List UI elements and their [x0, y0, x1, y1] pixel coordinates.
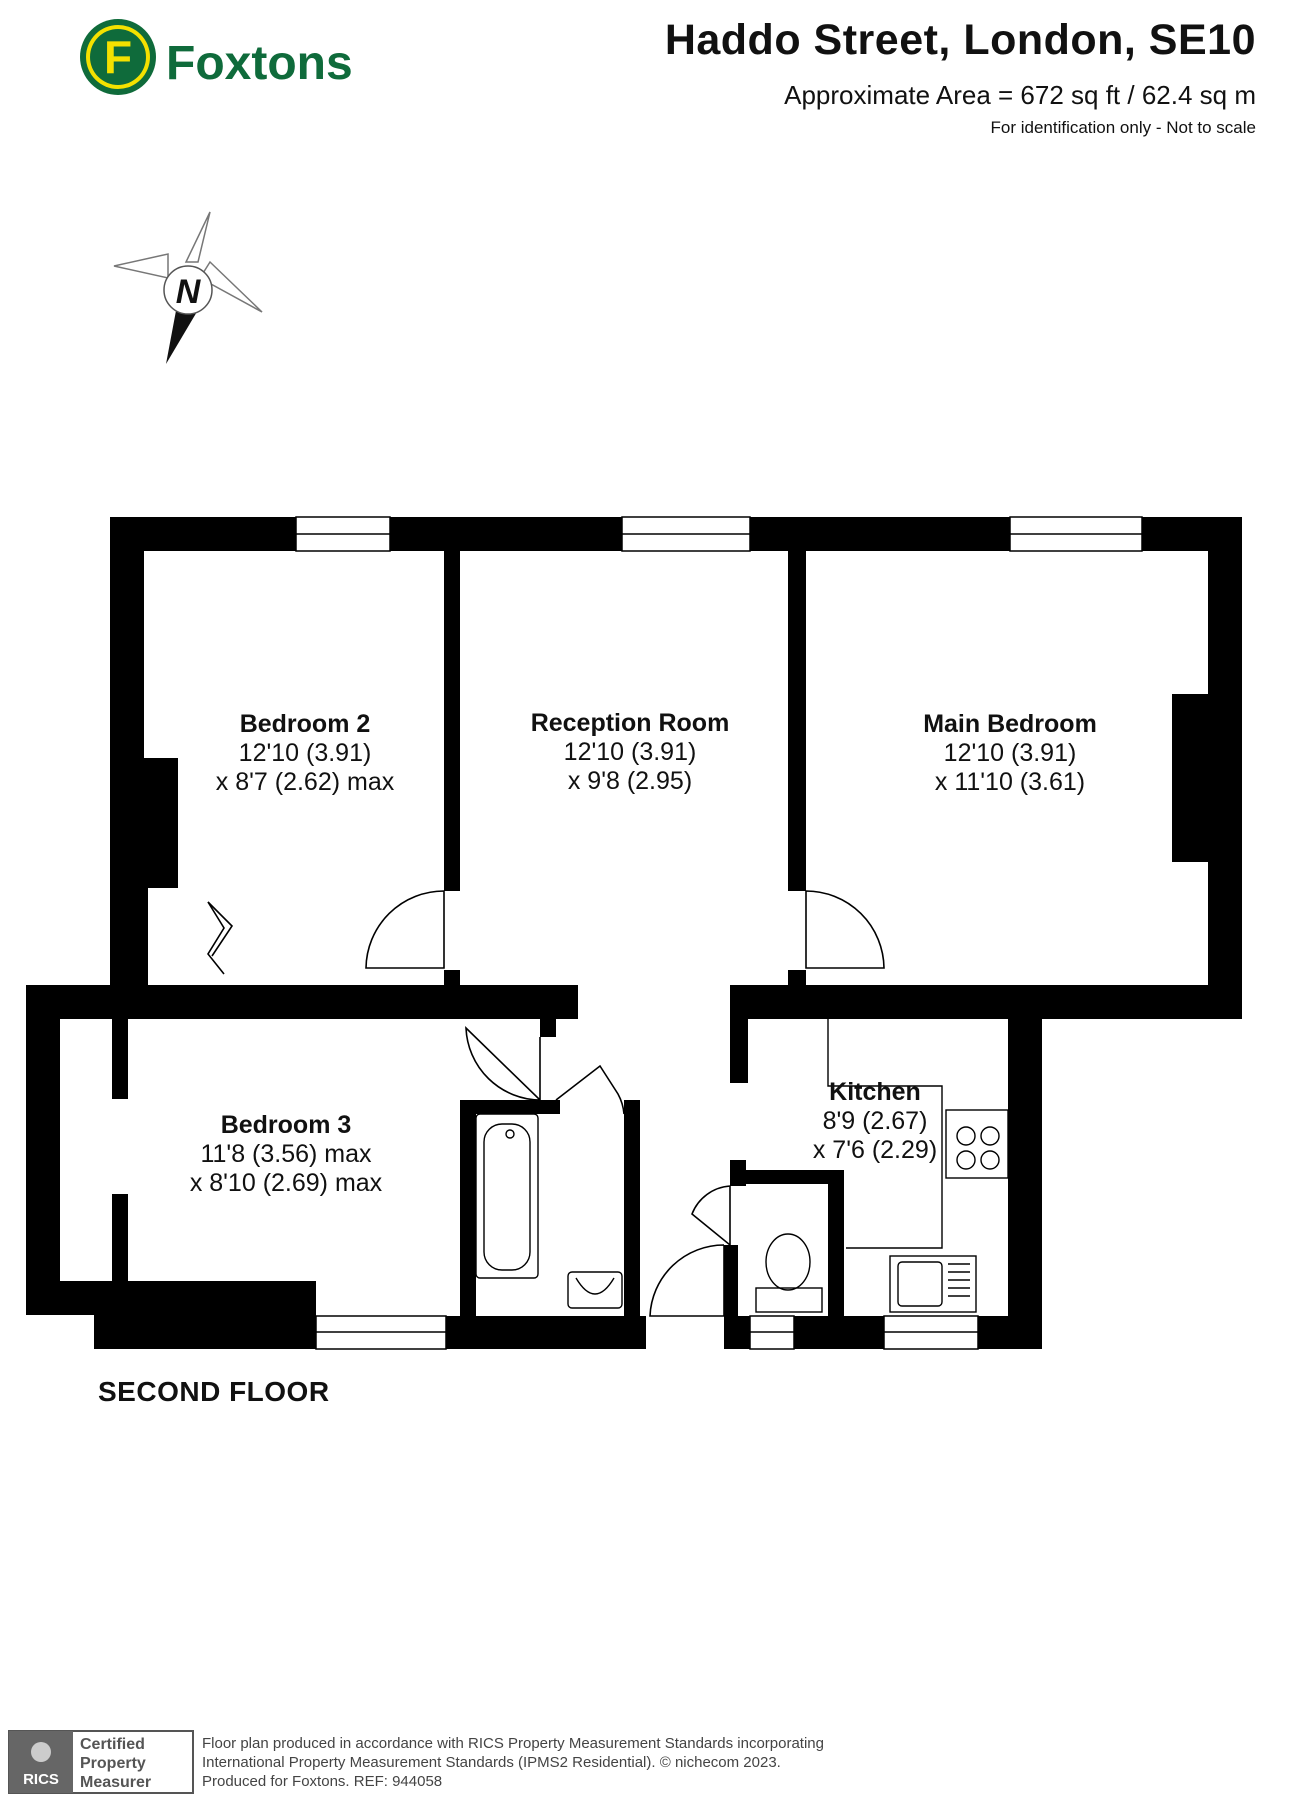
- identification-note: For identification only - Not to scale: [990, 118, 1256, 137]
- floor-label: SECOND FLOOR: [98, 1376, 330, 1407]
- footer-notes: Floor plan produced in accordance with R…: [202, 1734, 824, 1791]
- approximate-area: Approximate Area = 672 sq ft / 62.4 sq m: [784, 80, 1256, 110]
- room-dim-length: 12'10 (3.91): [943, 739, 1077, 767]
- logo-letter: F: [104, 31, 132, 83]
- badge-line-2: Property: [80, 1755, 146, 1772]
- badge-line-1: Certified: [80, 1736, 145, 1753]
- rics-label: RICS: [23, 1771, 59, 1788]
- room-reception: Reception Room 12'10 (3.91) x 9'8 (2.95): [490, 709, 770, 796]
- room-dim-length: 8'9 (2.67): [822, 1107, 928, 1135]
- kitchen-sink-icon: [889, 1255, 977, 1313]
- room-dim-width: x 9'8 (2.95): [567, 767, 693, 795]
- toilet-icon: [755, 1287, 823, 1313]
- room-dim-width: x 11'10 (3.61): [934, 768, 1086, 796]
- badge-line-3: Measurer: [80, 1774, 151, 1791]
- room-dim-width: x 8'7 (2.62) max: [215, 768, 395, 796]
- brand-name: Foxtons: [166, 37, 353, 90]
- footer-line-3: Produced for Foxtons. REF: 944058: [202, 1773, 443, 1790]
- foxtons-logo: F Foxtons: [78, 15, 378, 100]
- rics-badge: RICS Certified Property Measurer: [8, 1730, 194, 1799]
- walls: [26, 517, 1242, 1349]
- footer-line-2: International Property Measurement Stand…: [202, 1754, 781, 1771]
- footer-line-1: Floor plan produced in accordance with R…: [202, 1735, 824, 1752]
- room-bedroom-3: Bedroom 3 11'8 (3.56) max x 8'10 (2.69) …: [156, 1111, 416, 1198]
- room-dim-width: x 8'10 (2.69) max: [189, 1169, 383, 1197]
- windows: [295, 516, 1143, 1350]
- room-name: Bedroom 2: [239, 710, 371, 738]
- sink-icon: [567, 1271, 623, 1309]
- room-dim-width: x 7'6 (2.29): [812, 1136, 938, 1164]
- room-name: Main Bedroom: [923, 710, 1097, 738]
- room-name: Reception Room: [530, 709, 730, 737]
- room-name: Bedroom 3: [220, 1111, 352, 1139]
- page-title: Haddo Street, London, SE10: [664, 16, 1256, 64]
- room-kitchen: Kitchen 8'9 (2.67) x 7'6 (2.29): [790, 1078, 960, 1165]
- fixtures: [475, 1019, 1009, 1313]
- hob-icon: [945, 1109, 1009, 1179]
- compass-label: N: [176, 273, 202, 311]
- room-main-bedroom: Main Bedroom 12'10 (3.91) x 11'10 (3.61): [880, 710, 1140, 797]
- room-name: Kitchen: [829, 1078, 921, 1106]
- room-dim-length: 12'10 (3.91): [563, 738, 697, 766]
- compass-icon: N: [113, 211, 263, 364]
- room-bedroom-2: Bedroom 2 12'10 (3.91) x 8'7 (2.62) max: [180, 710, 430, 797]
- room-dim-length: 12'10 (3.91): [238, 739, 372, 767]
- room-dim-length: 11'8 (3.56) max: [200, 1140, 372, 1168]
- bathtub-icon: [475, 1113, 539, 1279]
- doors: [207, 890, 885, 1317]
